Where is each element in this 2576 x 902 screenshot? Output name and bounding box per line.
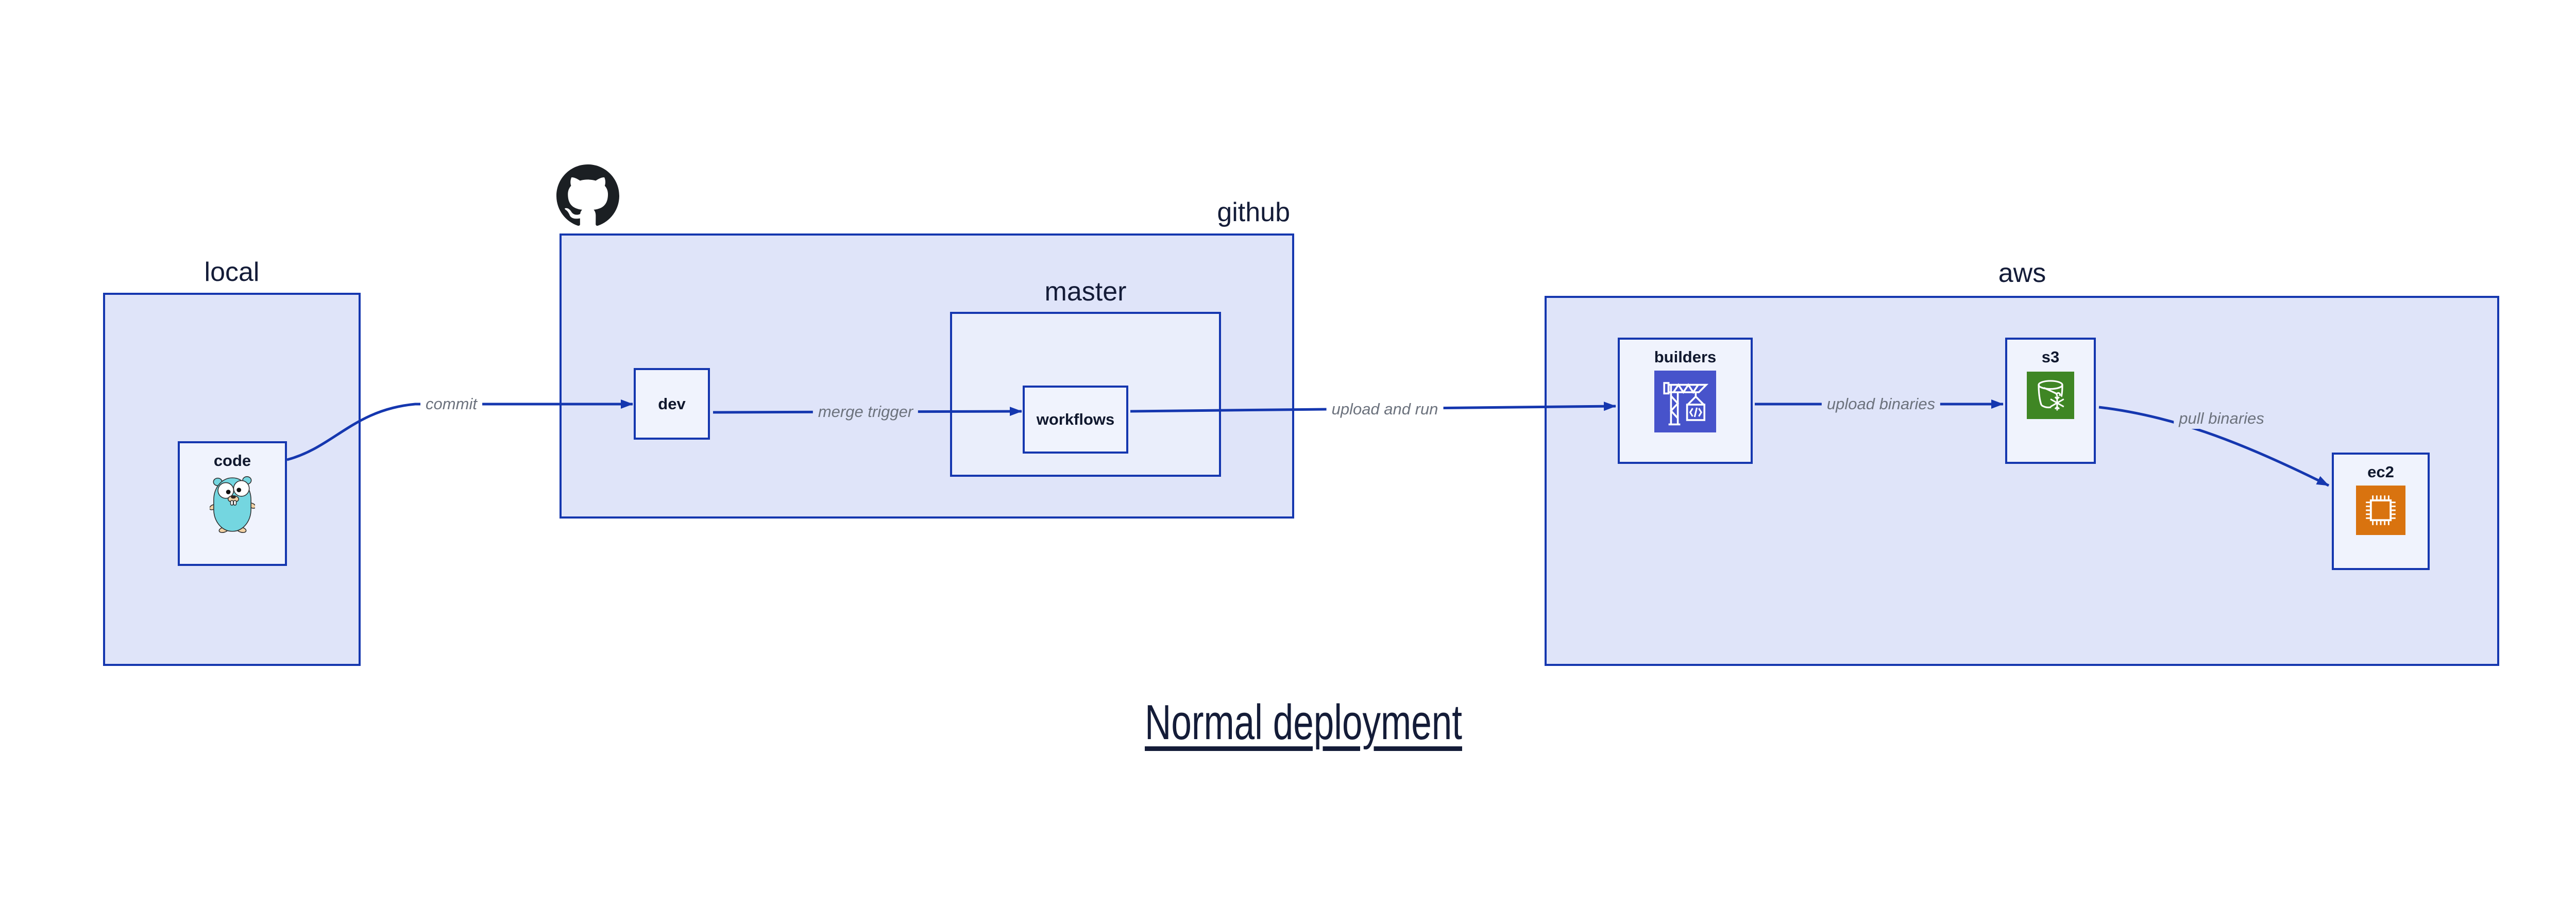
- ec2-chip-icon: [2356, 486, 2405, 535]
- master-group-label: master: [1044, 277, 1127, 307]
- edge-label-upload-and-run: upload and run: [1326, 399, 1444, 420]
- node-s3: s3: [2005, 338, 2096, 464]
- node-dev-label: dev: [658, 394, 686, 413]
- node-workflows: workflows: [1023, 386, 1128, 454]
- node-builders-label: builders: [1654, 348, 1717, 366]
- edge-label-pull-binaries: pull binaries: [2174, 408, 2269, 429]
- edge-pull-binaries: [2098, 406, 2330, 487]
- codebuild-crane-icon: [1654, 371, 1716, 432]
- go-gopher-icon: [209, 473, 257, 534]
- edge-label-commit: commit: [420, 394, 482, 414]
- diagram-title: Normal deployment: [1145, 695, 1462, 750]
- edge-label-upload-binaries: upload binaries: [1821, 394, 1941, 414]
- node-code-label: code: [213, 452, 251, 470]
- node-ec2: ec2: [2332, 453, 2430, 570]
- edge-label-merge-trigger: merge trigger: [812, 402, 919, 422]
- aws-group-label: aws: [1998, 258, 2046, 288]
- node-ec2-label: ec2: [2367, 463, 2394, 481]
- node-code: code: [178, 441, 287, 566]
- node-dev: dev: [634, 368, 710, 440]
- s3-glacier-bucket-icon: [2027, 372, 2074, 419]
- github-group-label: github: [1217, 197, 1290, 227]
- node-workflows-label: workflows: [1036, 410, 1115, 428]
- github-octocat-icon: [556, 164, 619, 227]
- edge-commit: [286, 399, 633, 461]
- node-s3-label: s3: [2041, 348, 2060, 366]
- local-group-label: local: [204, 257, 260, 287]
- node-builders: builders: [1618, 338, 1753, 464]
